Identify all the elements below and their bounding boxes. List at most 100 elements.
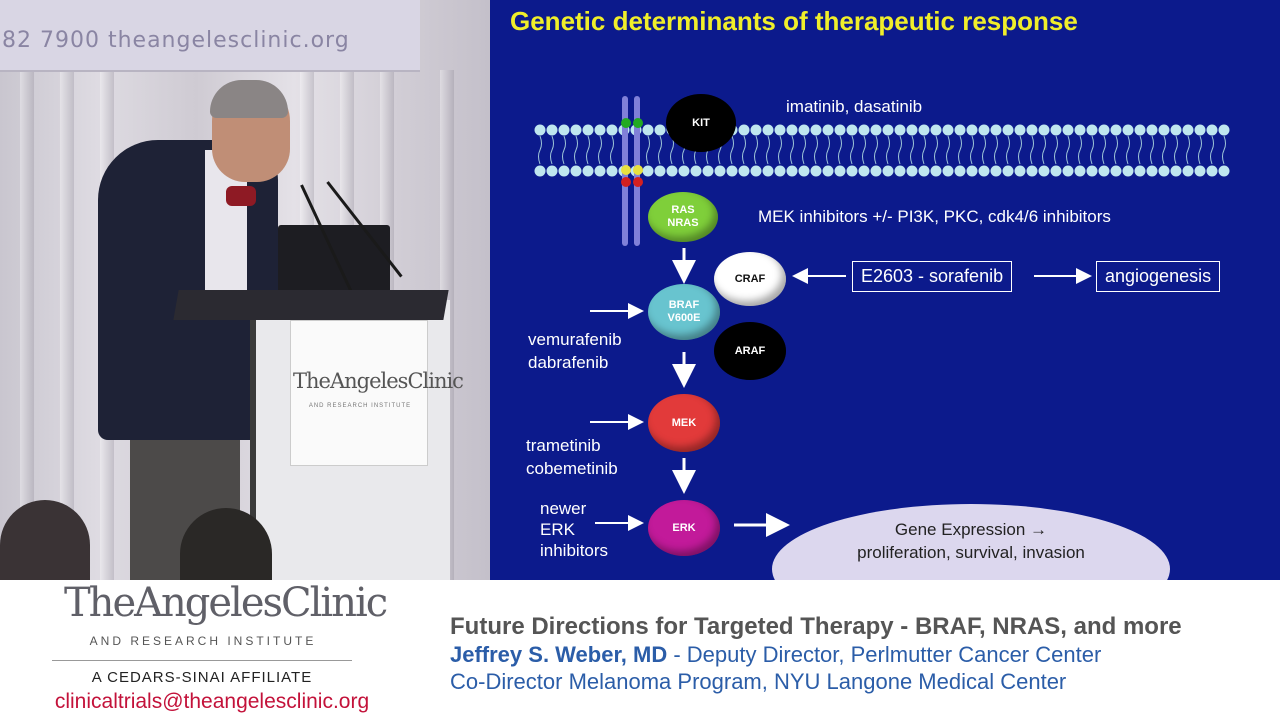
- lipid-head: [894, 165, 906, 177]
- lipid-head: [1218, 124, 1230, 136]
- lipid-head: [930, 165, 942, 177]
- lipid-head: [1026, 165, 1038, 177]
- lipid-head: [834, 165, 846, 177]
- label-mek-drug-2: cobemetinib: [526, 459, 618, 478]
- lipid-tail: [1006, 135, 1010, 165]
- lipid-tail: [982, 135, 986, 165]
- gene-expression-line-1: Gene Expression →: [894, 520, 1048, 539]
- lipid-head: [846, 165, 858, 177]
- lipid-head: [546, 165, 558, 177]
- lipid-head: [798, 165, 810, 177]
- lipid-head: [882, 165, 894, 177]
- lipid-head: [654, 165, 666, 177]
- lipid-tail: [538, 135, 542, 165]
- lipid-head: [1002, 124, 1014, 136]
- lipid-head: [1038, 124, 1050, 136]
- lipid-head: [810, 124, 822, 136]
- lipid-head: [690, 165, 702, 177]
- lipid-head: [1146, 124, 1158, 136]
- lipid-head: [1146, 165, 1158, 177]
- lipid-head: [906, 165, 918, 177]
- lipid-tail: [1114, 135, 1118, 165]
- lipid-tail: [1018, 135, 1022, 165]
- speaker-name: Jeffrey S. Weber, MD: [450, 642, 668, 667]
- lipid-head: [1062, 165, 1074, 177]
- lipid-tail: [550, 135, 554, 165]
- lipid-tail: [1078, 135, 1082, 165]
- lipid-head: [774, 165, 786, 177]
- lipid-head: [1038, 165, 1050, 177]
- lipid-head: [1026, 124, 1038, 136]
- node-kit: KIT: [666, 94, 736, 152]
- lipid-head: [750, 124, 762, 136]
- lipid-head: [1086, 165, 1098, 177]
- lipid-tail: [814, 135, 818, 165]
- label-erk-drug-1: newer: [540, 499, 587, 518]
- label-erk-drug-2: ERK: [540, 520, 575, 539]
- lipid-head: [1014, 124, 1026, 136]
- label-braf-drug-1: vemurafenib: [528, 330, 622, 349]
- lipid-head: [870, 124, 882, 136]
- lipid-tail: [994, 135, 998, 165]
- lipid-tail: [862, 135, 866, 165]
- lipid-head: [1074, 124, 1086, 136]
- lipid-tail: [778, 135, 782, 165]
- lipid-head: [762, 124, 774, 136]
- lipid-tail: [766, 135, 770, 165]
- lipid-tail: [1066, 135, 1070, 165]
- lipid-head: [558, 165, 570, 177]
- lipid-head: [546, 124, 558, 136]
- lipid-head: [858, 124, 870, 136]
- lipid-head: [822, 124, 834, 136]
- speaker-bowtie: [226, 186, 256, 206]
- lipid-tail: [790, 135, 794, 165]
- lipid-head: [834, 124, 846, 136]
- lipid-head: [1110, 124, 1122, 136]
- lipid-head: [606, 165, 618, 177]
- lipid-head: [906, 124, 918, 136]
- podium-sign: TheAngelesClinic AND RESEARCH INSTITUTE: [290, 320, 464, 466]
- lipid-head: [1098, 124, 1110, 136]
- lipid-tail: [946, 135, 950, 165]
- pathway-diagram: [534, 96, 1230, 537]
- clinic-affiliation: A CEDARS-SINAI AFFILIATE: [91, 669, 313, 686]
- lipid-head: [666, 165, 678, 177]
- backdrop-banner: 82 7900 theangelesclinic.org: [0, 0, 420, 72]
- speaker-line: Jeffrey S. Weber, MD - Deputy Director, …: [450, 642, 1101, 668]
- lipid-head: [990, 124, 1002, 136]
- lipid-tail: [1150, 135, 1154, 165]
- lipid-tail: [874, 135, 878, 165]
- label-kit-drugs: imatinib, dasatinib: [786, 97, 923, 116]
- lipid-head: [570, 124, 582, 136]
- lipid-head: [1170, 165, 1182, 177]
- lipid-head: [1134, 124, 1146, 136]
- lipid-head: [1062, 124, 1074, 136]
- lipid-head: [606, 124, 618, 136]
- lipid-head: [762, 165, 774, 177]
- lipid-head: [930, 124, 942, 136]
- speaker-role-2: Co-Director Melanoma Program, NYU Langon…: [450, 669, 1067, 694]
- lipid-head: [1158, 165, 1170, 177]
- receptor-dot: [633, 177, 643, 187]
- label-sorafenib: E2603 - sorafenib: [852, 261, 1013, 292]
- podium-logo-subtitle: AND RESEARCH INSTITUTE: [308, 403, 412, 409]
- lipid-head: [702, 165, 714, 177]
- lipid-tail: [922, 135, 926, 165]
- lipid-head: [1194, 124, 1206, 136]
- lipid-head: [582, 165, 594, 177]
- audience-head: [0, 500, 90, 580]
- lipid-tail: [562, 135, 566, 165]
- lipid-head: [846, 124, 858, 136]
- lipid-head: [966, 124, 978, 136]
- lipid-head: [942, 165, 954, 177]
- lipid-head: [1002, 165, 1014, 177]
- lipid-tail: [898, 135, 902, 165]
- lipid-head: [978, 124, 990, 136]
- lipid-head: [1122, 165, 1134, 177]
- lipid-tail: [1198, 135, 1202, 165]
- banner-text: 82 7900 theangelesclinic.org: [2, 28, 350, 53]
- lipid-head: [1158, 124, 1170, 136]
- lipid-tail: [646, 135, 650, 165]
- lipid-tail: [598, 135, 602, 165]
- lipid-head: [1050, 124, 1062, 136]
